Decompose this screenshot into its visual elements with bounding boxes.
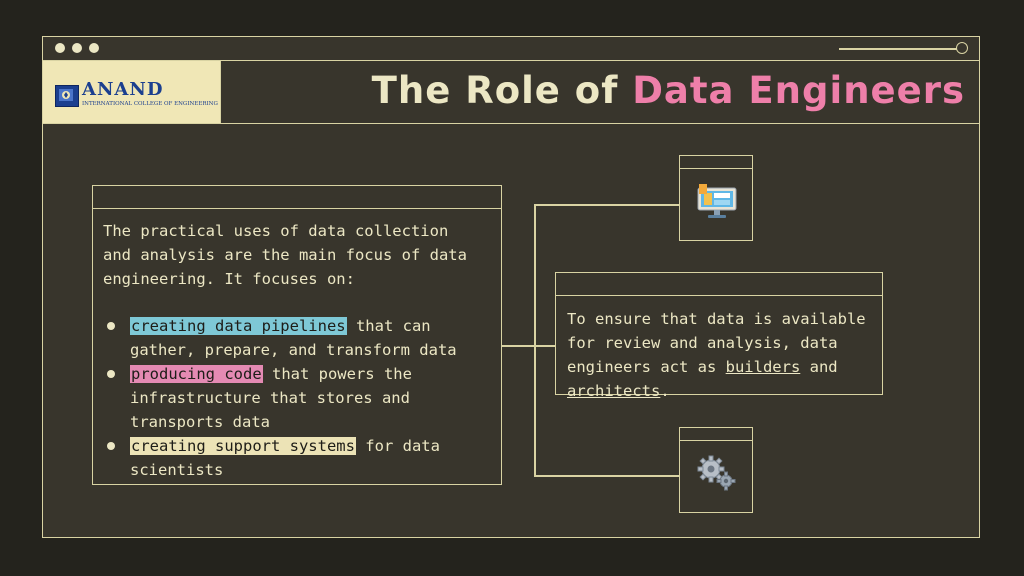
slide-frame: ANAND INTERNATIONAL COLLEGE OF ENGINEERI… bbox=[42, 36, 980, 538]
focus-list: creating data pipelines that can gather,… bbox=[103, 314, 488, 482]
bullet-icon bbox=[107, 442, 115, 450]
window-top-bar bbox=[43, 37, 979, 61]
connector-vertical bbox=[534, 204, 536, 476]
connector-top bbox=[534, 204, 679, 206]
list-item-text: for data scientists bbox=[130, 437, 440, 479]
role-text-end: . bbox=[660, 382, 670, 400]
architects-link[interactable]: architects bbox=[567, 382, 661, 400]
bullet-icon bbox=[107, 370, 115, 378]
list-item: creating support systems for data scient… bbox=[103, 434, 488, 482]
slider-track bbox=[839, 48, 957, 50]
page-title: The Role of Data Engineers bbox=[372, 69, 965, 112]
focus-card-header bbox=[93, 186, 501, 209]
gears-card-header bbox=[680, 428, 752, 441]
list-item-text: that powers the infrastructure that stor… bbox=[130, 365, 412, 431]
header: ANAND INTERNATIONAL COLLEGE OF ENGINEERI… bbox=[43, 61, 979, 124]
bullet-icon bbox=[107, 322, 115, 330]
slider-knob bbox=[956, 42, 968, 54]
list-item-text: that can gather, prepare, and transform … bbox=[130, 317, 457, 359]
connector-right bbox=[534, 345, 556, 347]
computer-card-header bbox=[680, 156, 752, 169]
title-part-1: The Role of bbox=[371, 69, 633, 112]
window-dot-3 bbox=[89, 43, 99, 53]
list-item: creating data pipelines that can gather,… bbox=[103, 314, 488, 362]
role-text: To ensure that data is available for rev… bbox=[567, 307, 877, 403]
list-item: producing code that powers the infrastru… bbox=[103, 362, 488, 434]
window-dot-1 bbox=[55, 43, 65, 53]
logo-subtitle: INTERNATIONAL COLLEGE OF ENGINEERING bbox=[82, 101, 218, 107]
highlight-pipelines: creating data pipelines bbox=[130, 317, 347, 335]
logo-emblem-icon bbox=[55, 85, 79, 107]
logo-name: ANAND bbox=[82, 79, 164, 100]
role-text-start: To ensure that data is available for rev… bbox=[567, 310, 866, 376]
logo: ANAND INTERNATIONAL COLLEGE OF ENGINEERI… bbox=[43, 61, 221, 123]
title-part-2: Data Engineers bbox=[632, 69, 965, 112]
role-card: To ensure that data is available for rev… bbox=[555, 272, 883, 400]
window-dot-2 bbox=[72, 43, 82, 53]
gears-card bbox=[679, 427, 753, 513]
computer-icon bbox=[696, 182, 738, 220]
builders-link[interactable]: builders bbox=[725, 358, 801, 376]
gears-icon bbox=[696, 454, 738, 492]
role-card-header bbox=[556, 273, 882, 296]
connector-left bbox=[501, 345, 535, 347]
role-text-mid: and bbox=[800, 358, 838, 376]
highlight-support: creating support systems bbox=[130, 437, 356, 455]
computer-card bbox=[679, 155, 753, 241]
connector-bottom bbox=[534, 475, 679, 477]
highlight-code: producing code bbox=[130, 365, 263, 383]
focus-intro: The practical uses of data collection an… bbox=[103, 222, 467, 288]
focus-card: The practical uses of data collection an… bbox=[92, 185, 502, 485]
